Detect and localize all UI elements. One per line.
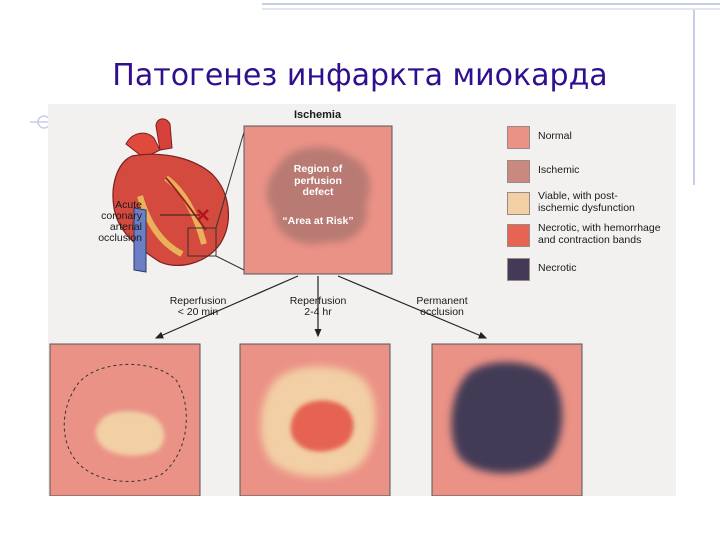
pathogenesis-figure: Ischemia Acute coronary arterial occlusi… (48, 104, 676, 496)
zoom-line-top (215, 131, 245, 229)
legend-swatch-viable (507, 192, 530, 215)
legend-label-necrotic: Necrotic (538, 262, 577, 274)
branch-label-reperfusion-long: Reperfusion 2-4 hr (289, 295, 347, 318)
legend-label-ischemic: Ischemic (538, 164, 580, 176)
diagram-graphics (49, 118, 583, 496)
legend-label-viable: Viable, with post- ischemic dysfunction (538, 190, 635, 214)
legend-swatch-normal (507, 126, 530, 149)
perfusion-defect-label: Region of perfusion defect (293, 163, 343, 198)
heart-illustration (112, 118, 230, 273)
area-at-risk-label: “Area at Risk” (282, 215, 354, 227)
branch-label-permanent-occlusion: Permanent occlusion (416, 295, 468, 318)
branch-arrows (154, 275, 488, 339)
ischemia-heading: Ischemia (294, 109, 342, 121)
outcome-panel-reperfusion-short (49, 343, 201, 496)
ischemia-panel (243, 125, 393, 275)
occlusion-label: Acute coronary arterial occlusion (98, 199, 142, 244)
outcome-panel-permanent-occlusion (431, 343, 583, 496)
zoom-box (187, 227, 217, 257)
legend-swatch-necrotic-hemorrhage (507, 224, 530, 247)
occlusion-marker-icon (197, 209, 209, 221)
slide-title: Патогенез инфаркта миокарда (112, 58, 608, 93)
legend-swatch-necrotic (507, 258, 530, 281)
branch-label-reperfusion-short: Reperfusion < 20 min (169, 295, 227, 318)
legend-label-normal: Normal (538, 130, 572, 142)
outcome-panel-reperfusion-long (239, 343, 391, 496)
legend-label-necrotic-hemorrhage: Necrotic, with hemorrhage and contractio… (538, 222, 661, 246)
zoom-line-bottom (215, 255, 245, 271)
legend-swatch-ischemic (507, 160, 530, 183)
